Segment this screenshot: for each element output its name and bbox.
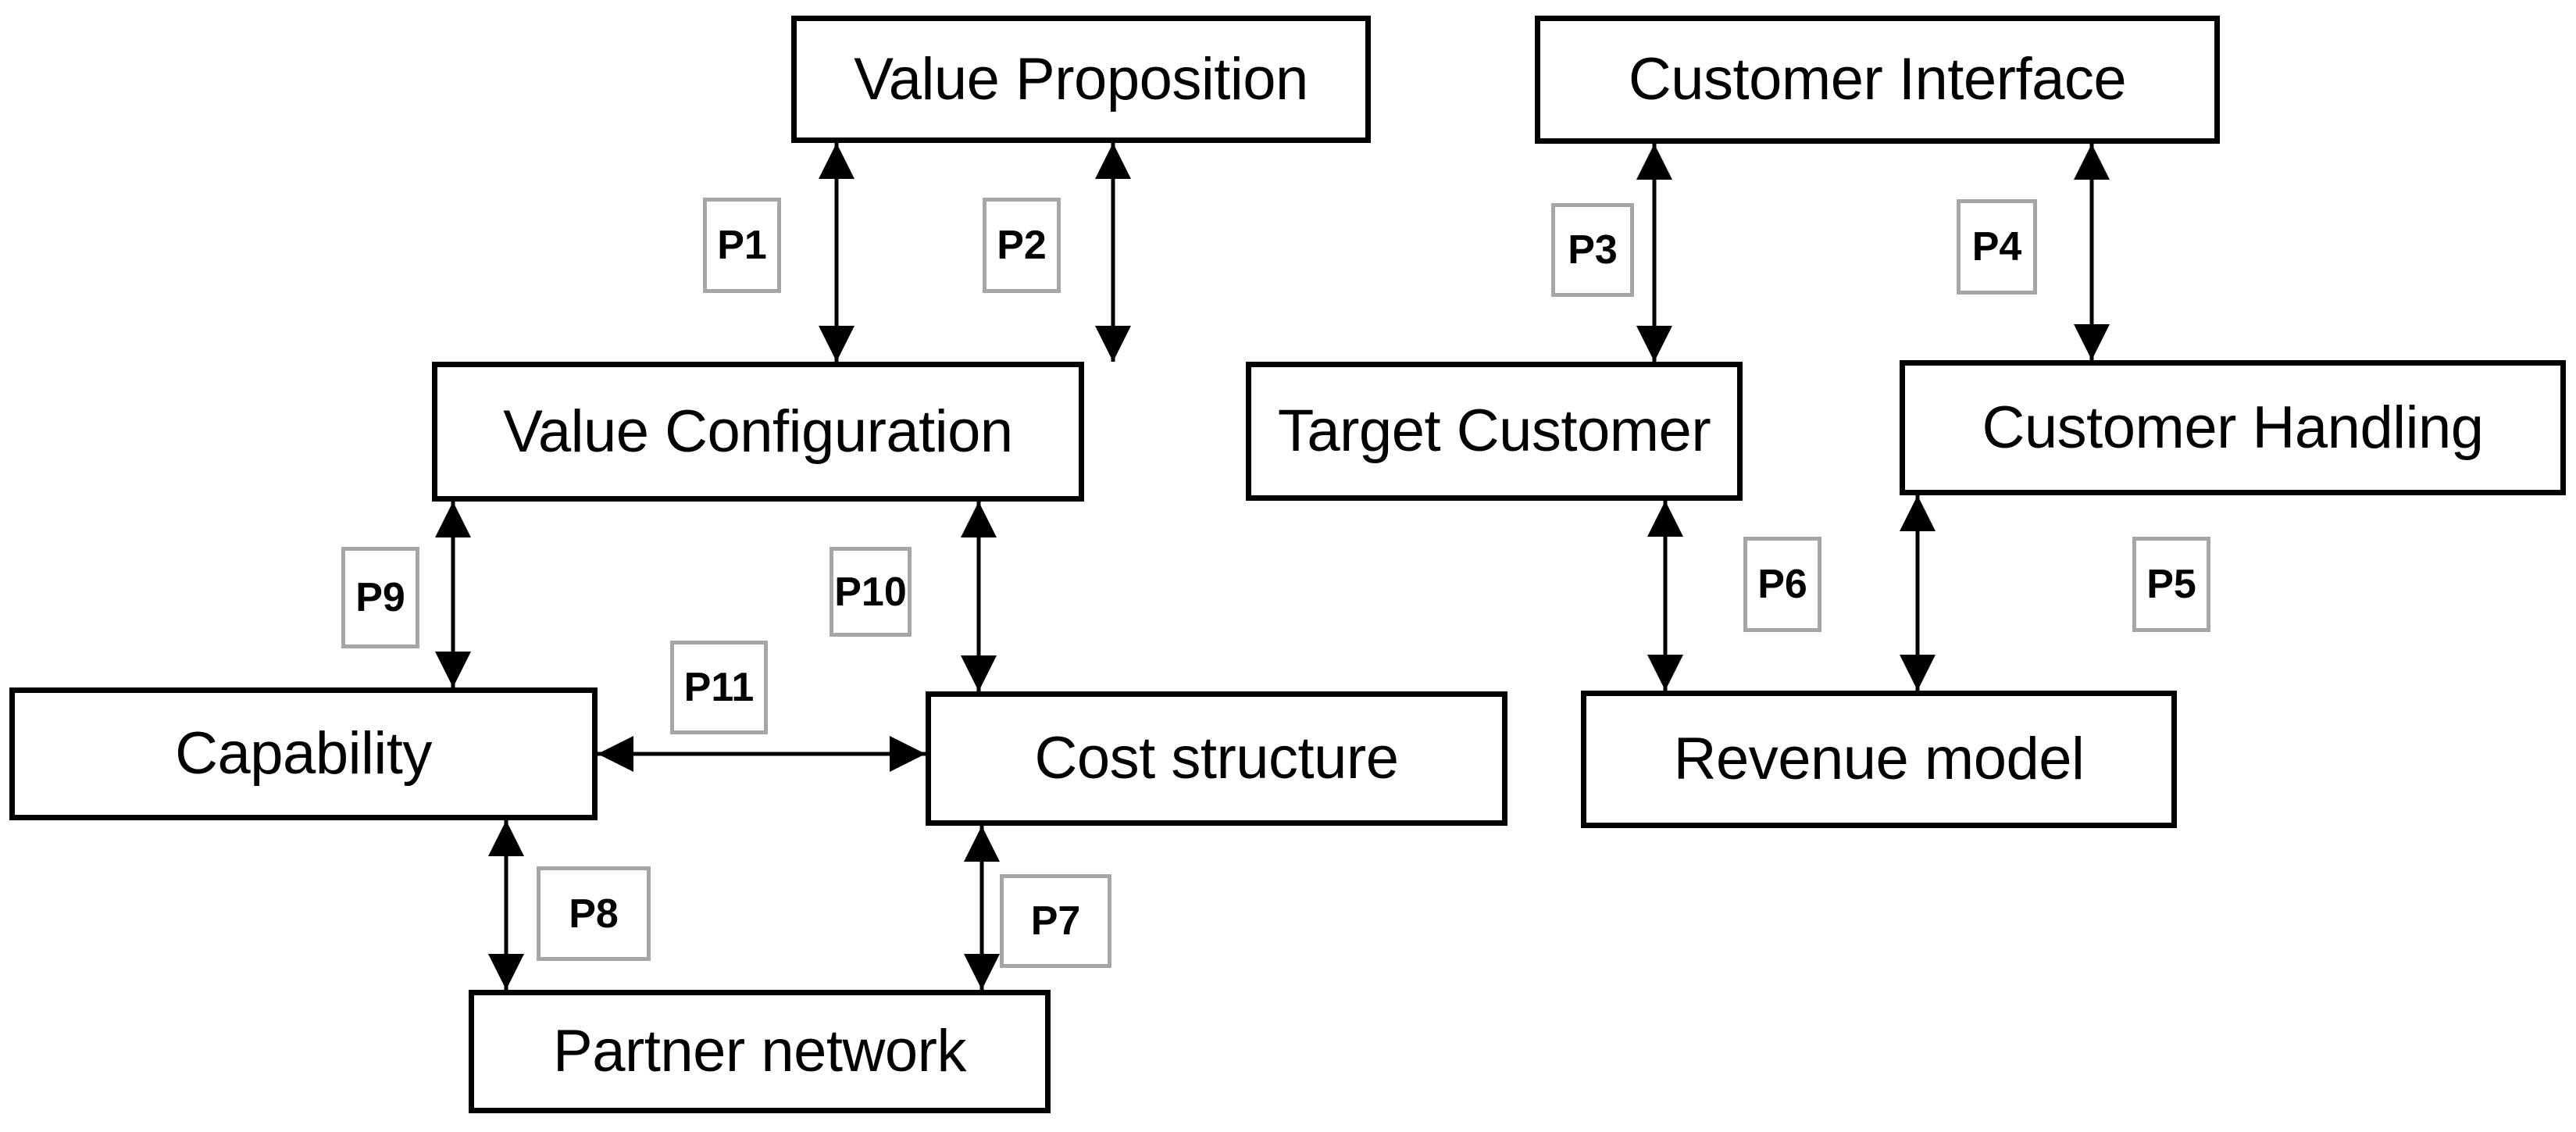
proposition-tag-label-p5: P5 [2146, 562, 2196, 607]
proposition-tag-label-p7: P7 [1030, 898, 1081, 944]
proposition-tag-p6[interactable]: P6 [1743, 537, 1821, 632]
node-capability[interactable]: Capability [9, 687, 598, 820]
node-label-value-configuration: Value Configuration [503, 398, 1013, 465]
node-label-partner-network: Partner network [553, 1018, 966, 1084]
node-label-customer-interface: Customer Interface [1628, 46, 2127, 112]
proposition-tag-p3[interactable]: P3 [1551, 203, 1634, 297]
proposition-tag-p2[interactable]: P2 [983, 198, 1061, 293]
node-value-proposition[interactable]: Value Proposition [791, 16, 1371, 143]
arrowhead-up [1095, 143, 1131, 179]
proposition-tag-p10[interactable]: P10 [830, 547, 912, 637]
proposition-tag-label-p8: P8 [569, 891, 619, 937]
conn-p5 [1900, 495, 1936, 691]
conn-p4 [2074, 144, 2110, 360]
proposition-tag-p5[interactable]: P5 [2132, 537, 2210, 632]
arrowhead-up [819, 143, 855, 179]
arrowhead-up [964, 826, 1000, 862]
proposition-tag-p8[interactable]: P8 [537, 866, 651, 961]
arrowhead-up [2074, 144, 2110, 180]
proposition-tag-p11[interactable]: P11 [670, 641, 768, 734]
arrowhead-right [890, 736, 926, 772]
node-value-configuration[interactable]: Value Configuration [432, 362, 1084, 502]
conn-p6 [1647, 501, 1683, 691]
arrowhead-up [961, 502, 997, 537]
node-revenue-model[interactable]: Revenue model [1581, 691, 2177, 828]
arrowhead-down [819, 326, 855, 362]
node-partner-network[interactable]: Partner network [469, 990, 1051, 1113]
proposition-tag-p9[interactable]: P9 [341, 547, 419, 648]
arrowhead-up [435, 502, 471, 537]
arrowhead-left [598, 736, 633, 772]
arrowhead-up [488, 820, 524, 856]
conn-p3 [1636, 144, 1672, 362]
conn-p1 [819, 143, 855, 362]
node-customer-handling[interactable]: Customer Handling [1900, 360, 2566, 495]
arrowhead-down [488, 954, 524, 990]
arrowhead-down [1647, 655, 1683, 691]
proposition-tag-label-p4: P4 [1971, 224, 2022, 270]
conn-p9 [435, 502, 471, 687]
arrowhead-down [961, 655, 997, 691]
conn-p2 [1095, 143, 1131, 362]
node-target-customer[interactable]: Target Customer [1246, 362, 1743, 501]
proposition-tag-label-p6: P6 [1757, 562, 1807, 607]
conn-p11 [598, 736, 926, 772]
conn-p10 [961, 502, 997, 691]
arrowhead-down [964, 954, 1000, 990]
arrowhead-down [1095, 326, 1131, 362]
node-label-value-proposition: Value Proposition [854, 45, 1308, 112]
arrowhead-up [1900, 495, 1936, 531]
node-customer-interface[interactable]: Customer Interface [1535, 16, 2220, 144]
node-label-cost-structure: Cost structure [1034, 725, 1399, 791]
arrowhead-up [1647, 501, 1683, 537]
conn-p7 [964, 826, 1000, 990]
node-cost-structure[interactable]: Cost structure [926, 691, 1507, 826]
proposition-tag-p7[interactable]: P7 [1000, 874, 1111, 968]
node-label-revenue-model: Revenue model [1673, 726, 2085, 792]
node-label-capability: Capability [175, 720, 432, 787]
arrowhead-up [1636, 144, 1672, 180]
conn-p8 [488, 820, 524, 990]
arrowhead-down [1636, 326, 1672, 362]
arrowhead-down [2074, 324, 2110, 360]
arrowhead-down [1900, 655, 1936, 691]
proposition-tag-label-p1: P1 [717, 223, 767, 268]
proposition-tag-label-p3: P3 [1568, 227, 1618, 273]
proposition-tag-label-p11: P11 [683, 665, 755, 710]
proposition-tag-label-p9: P9 [355, 575, 405, 620]
proposition-tag-p1[interactable]: P1 [703, 198, 781, 293]
proposition-tag-p4[interactable]: P4 [1957, 199, 2037, 295]
proposition-tag-label-p2: P2 [997, 223, 1047, 268]
node-label-target-customer: Target Customer [1277, 398, 1711, 464]
node-label-customer-handling: Customer Handling [1982, 394, 2484, 461]
arrowhead-down [435, 652, 471, 687]
proposition-tag-label-p10: P10 [834, 569, 907, 615]
